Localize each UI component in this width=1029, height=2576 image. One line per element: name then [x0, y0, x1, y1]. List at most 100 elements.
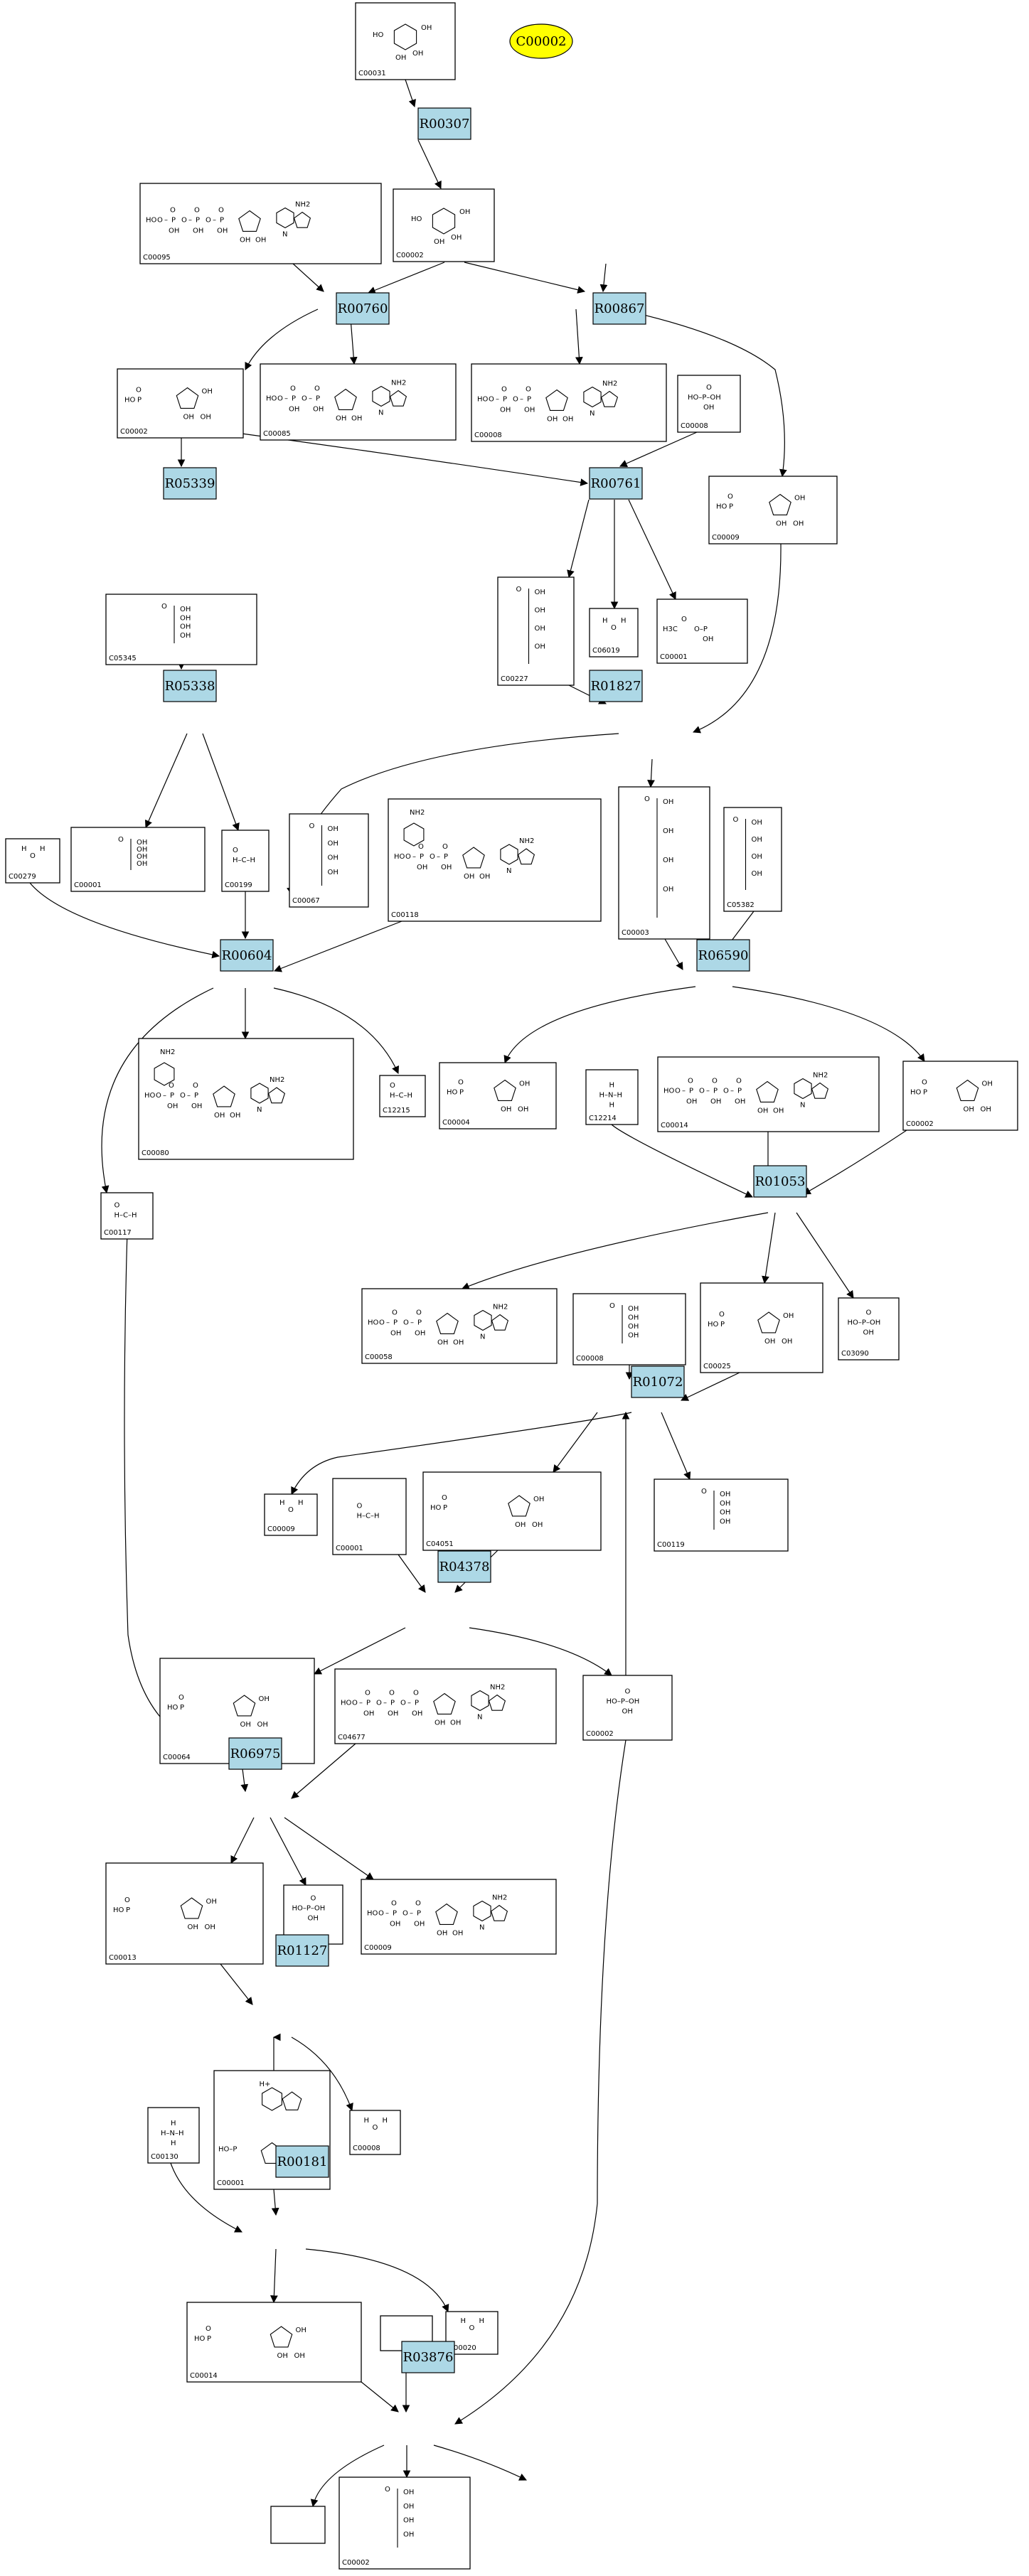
reaction-node-r00604[interactable]: R00604 — [220, 939, 274, 972]
reaction-node-r05339[interactable]: R05339 — [163, 467, 217, 500]
svg-text:HO–P–OH: HO–P–OH — [848, 1319, 881, 1327]
pathway-edge — [762, 1212, 776, 1284]
svg-text:H: H — [171, 2140, 176, 2147]
pathway-edge — [575, 308, 583, 365]
compound-node-c02188[interactable] — [270, 2506, 326, 2544]
reaction-node-r00307[interactable]: R00307 — [417, 107, 471, 140]
reaction-label: R00761 — [591, 476, 641, 491]
compound-id-label: C00014 — [190, 2372, 218, 2380]
reaction-node-r00867[interactable]: R00867 — [592, 292, 646, 325]
svg-text:HO: HO — [663, 1088, 675, 1095]
svg-text:OH: OH — [459, 208, 470, 216]
svg-text:OH: OH — [201, 414, 211, 422]
reaction-node-r06590[interactable]: R06590 — [696, 939, 750, 972]
svg-text:OH: OH — [479, 873, 490, 881]
pathway-edge — [220, 1963, 253, 2005]
svg-text:OH: OH — [628, 1323, 639, 1331]
svg-text:OH: OH — [863, 1329, 874, 1337]
pathway-edge — [305, 2248, 449, 2312]
svg-text:–: – — [410, 1910, 413, 1918]
pathway-edge — [619, 308, 787, 478]
svg-text:OH: OH — [535, 589, 545, 596]
reaction-node-r03876[interactable]: R03876 — [401, 2341, 455, 2373]
svg-text:OH: OH — [205, 1923, 215, 1931]
pathway-edge — [101, 987, 214, 1194]
reaction-node-r01127[interactable]: R01127 — [275, 1934, 329, 1967]
svg-text:OH: OH — [202, 388, 213, 396]
svg-text:O: O — [290, 385, 296, 393]
svg-text:OH: OH — [703, 635, 713, 643]
svg-text:HO: HO — [708, 1321, 719, 1329]
svg-text:P: P — [720, 1321, 725, 1329]
compound-structure: OH–C–H — [114, 1202, 137, 1220]
svg-text:H: H — [298, 1499, 304, 1507]
compound-node-c04734[interactable]: OHO–P–OHOHC04734 — [283, 1884, 343, 1945]
svg-text:O: O — [489, 396, 494, 404]
svg-text:OH: OH — [180, 623, 191, 631]
svg-text:OH: OH — [535, 643, 545, 651]
reaction-node-r01072[interactable]: R01072 — [631, 1365, 685, 1398]
reaction-node-r00761[interactable]: R00761 — [589, 467, 643, 500]
reaction-node-r04378[interactable]: R04378 — [437, 1550, 491, 1583]
svg-text:OH: OH — [518, 1106, 528, 1114]
compound-id-label: C05382 — [727, 901, 755, 909]
reaction-node-r01827[interactable]: R01827 — [589, 670, 643, 702]
compound-id-label: C00004 — [442, 1119, 470, 1127]
svg-text:P: P — [194, 1092, 198, 1100]
reaction-node-r00181[interactable]: R00181 — [275, 2145, 329, 2178]
reaction-node-r01053[interactable]: R01053 — [753, 1165, 807, 1198]
reaction-node-r06975[interactable]: R06975 — [228, 1737, 282, 1770]
reaction-node-r00760[interactable]: R00760 — [336, 292, 390, 325]
svg-text:O: O — [206, 2325, 211, 2333]
highlight-compound-ellipse[interactable]: C00002 — [509, 23, 573, 59]
svg-text:O: O — [688, 1078, 693, 1085]
reaction-node-r05338[interactable]: R05338 — [163, 670, 217, 702]
pathway-edge — [292, 263, 324, 292]
compound-id-label: C00199 — [225, 881, 252, 889]
